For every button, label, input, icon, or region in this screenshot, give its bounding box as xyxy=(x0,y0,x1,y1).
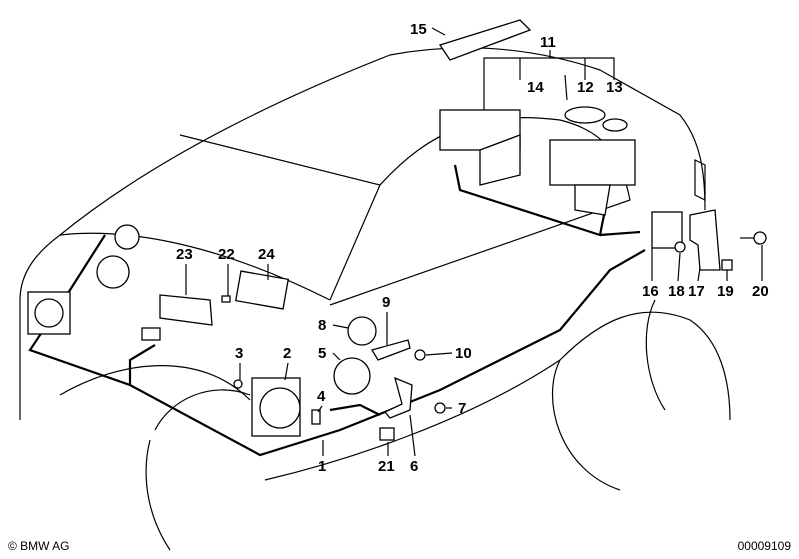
part-16-amplifier xyxy=(651,211,683,249)
callout-12: 12 xyxy=(577,79,594,96)
callout-6: 6 xyxy=(410,458,418,475)
part-23-holder xyxy=(159,294,213,326)
callout-8: 8 xyxy=(318,317,326,334)
callout-5: 5 xyxy=(318,345,326,362)
callout-22: 22 xyxy=(218,246,235,263)
callout-1: 1 xyxy=(318,458,326,475)
callout-19: 19 xyxy=(717,283,734,300)
callout-7: 7 xyxy=(458,400,466,417)
part-12-speaker xyxy=(564,106,606,124)
wiring-harness xyxy=(28,164,646,457)
callout-20: 20 xyxy=(752,283,769,300)
parts xyxy=(27,19,767,441)
callout-13: 13 xyxy=(606,79,623,96)
callout-24: 24 xyxy=(258,246,275,263)
part-5-speaker xyxy=(333,357,371,395)
part-24-panel xyxy=(235,270,289,310)
callout-3: 3 xyxy=(235,345,243,362)
callout-23: 23 xyxy=(176,246,193,263)
callout-15: 15 xyxy=(410,21,427,38)
copyright-text: © BMW AG xyxy=(8,539,70,553)
car-outline xyxy=(19,47,731,551)
callout-21: 21 xyxy=(378,458,395,475)
callout-11: 11 xyxy=(540,34,556,51)
callout-10: 10 xyxy=(455,345,472,362)
callout-18: 18 xyxy=(668,283,685,300)
leader-lines xyxy=(185,27,763,457)
part-15-grille xyxy=(438,19,532,61)
part-8-tweeter xyxy=(347,316,377,346)
callout-4: 4 xyxy=(317,388,326,405)
diagram-number: 00009109 xyxy=(737,539,791,553)
callout-labels: 15 11 14 12 13 23 22 24 9 8 5 10 3 2 4 7… xyxy=(176,21,769,475)
part-13-ring xyxy=(602,118,628,132)
callout-16: 16 xyxy=(642,283,659,300)
callout-17: 17 xyxy=(688,283,705,300)
callout-9: 9 xyxy=(382,294,390,311)
callout-2: 2 xyxy=(283,345,291,362)
callout-14: 14 xyxy=(527,79,544,96)
